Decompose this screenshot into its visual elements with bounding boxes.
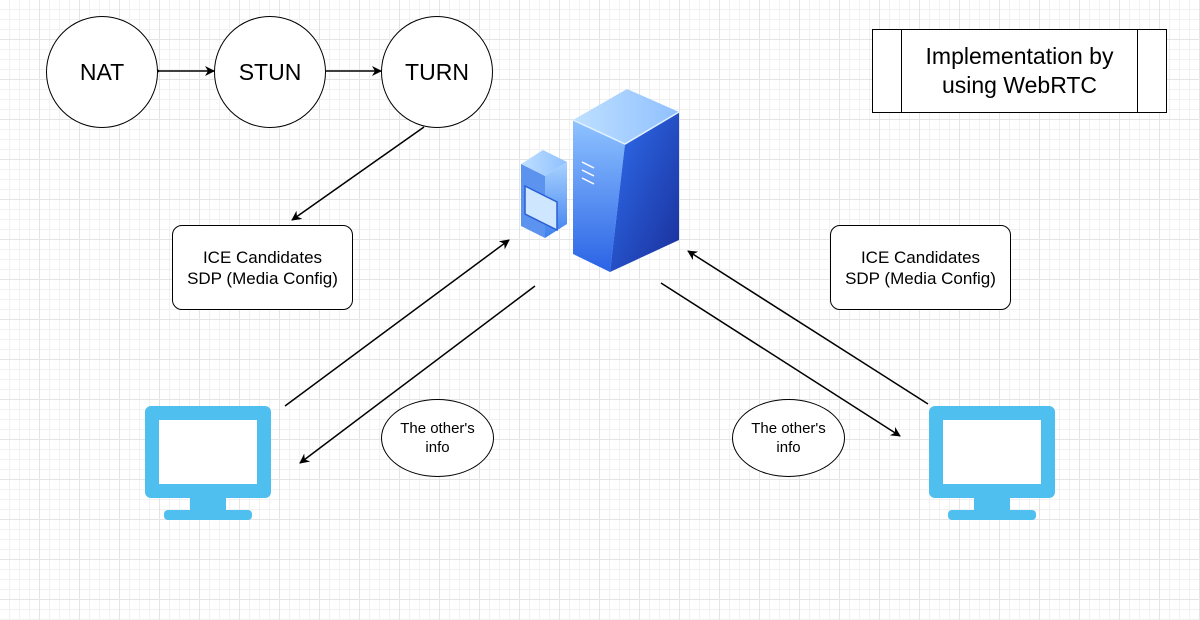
left-info-line-2: info — [425, 439, 450, 456]
signaling-server-icon — [521, 89, 680, 272]
server-to-right-client-arrow — [660, 282, 901, 437]
right-monitor-icon — [929, 406, 1055, 520]
right-client-to-server-arrow — [687, 250, 929, 405]
left-ice-sdp-box: ICE Candidates SDP (Media Config) — [172, 225, 353, 310]
title-box-right-bar — [1137, 30, 1138, 112]
turn-label: TURN — [405, 58, 469, 85]
right-info-line-2: info — [776, 439, 801, 456]
right-sdp-label: SDP (Media Config) — [845, 268, 996, 288]
left-ice-label: ICE Candidates — [202, 247, 323, 267]
right-info-ellipse: The other's info — [732, 399, 845, 477]
right-ice-label: ICE Candidates — [860, 247, 981, 267]
title-line-1: Implementation by — [925, 43, 1114, 69]
stun-node: STUN — [214, 16, 326, 128]
nat-label: NAT — [79, 58, 125, 85]
title-line-2: using WebRTC — [941, 72, 1098, 98]
title-box: Implementation by using WebRTC — [872, 29, 1167, 113]
left-sdp-label: SDP (Media Config) — [187, 268, 338, 288]
title-box-left-bar — [901, 30, 902, 112]
stun-label: STUN — [238, 58, 302, 85]
left-info-line-1: The other's — [400, 420, 475, 437]
left-info-ellipse: The other's info — [381, 399, 494, 477]
nat-node: NAT — [46, 16, 158, 128]
left-monitor-icon — [145, 406, 271, 520]
turn-to-ice-arrow — [291, 126, 425, 221]
left-client-to-server-arrow — [284, 239, 510, 407]
right-ice-sdp-box: ICE Candidates SDP (Media Config) — [830, 225, 1011, 310]
right-info-line-1: The other's — [751, 420, 826, 437]
server-to-left-client-arrow — [299, 285, 536, 464]
turn-node: TURN — [381, 16, 493, 128]
